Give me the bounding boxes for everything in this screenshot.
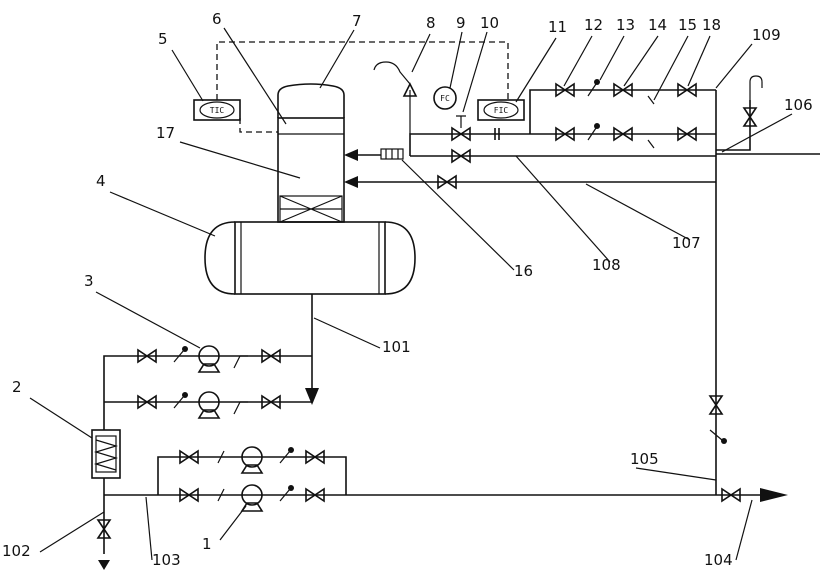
- column-17: [277, 83, 345, 223]
- heat-exchanger-2: [91, 429, 121, 479]
- gate-valve-icon: [613, 126, 633, 142]
- valve-106-icon: [742, 107, 758, 127]
- pump-3-lower-icon: [197, 391, 221, 419]
- strainer-icon: [647, 95, 655, 149]
- feed-arrow-108: [344, 149, 358, 161]
- callout-labels: 1 2 3 4 5 6 7 8 9 10 11 12 13 14 15 18 1…: [2, 10, 813, 569]
- label-107: 107: [672, 234, 701, 252]
- piping: [98, 41, 820, 570]
- label-104: 104: [704, 551, 733, 569]
- label-109: 109: [752, 26, 781, 44]
- label-12: 12: [584, 16, 603, 34]
- filter-16: [380, 148, 404, 160]
- tic-controller-5: TIC: [193, 99, 241, 121]
- check-valve-icon: [709, 429, 723, 441]
- riser-valve-icon: [708, 395, 724, 415]
- drain-arrow-102: [98, 560, 110, 570]
- check-valve-icon: [173, 395, 185, 409]
- relief-valve-icon: [402, 82, 418, 97]
- label-6: 6: [212, 10, 222, 28]
- label-17: 17: [156, 124, 175, 142]
- strainer-icon: [217, 450, 225, 464]
- return-arrow-107: [344, 176, 358, 188]
- check-valve-icon: [587, 127, 597, 141]
- pump-1-upper-icon: [240, 446, 264, 474]
- gate-valve-icon: [261, 394, 281, 410]
- flow-arrow-104: [760, 488, 788, 502]
- gate-valve-icon: [555, 126, 575, 142]
- gate-valve-icon: [613, 82, 633, 98]
- label-13: 13: [616, 16, 635, 34]
- check-valve-icon: [279, 488, 291, 502]
- label-10: 10: [480, 14, 499, 32]
- strainer-icon: [233, 401, 248, 415]
- label-15: 15: [678, 16, 697, 34]
- check-valve-icon: [587, 83, 597, 97]
- strainer-icon: [233, 355, 248, 369]
- label-3: 3: [84, 272, 94, 290]
- fc-controller-9: FC: [433, 86, 457, 110]
- vessel-4: [204, 221, 416, 295]
- label-102: 102: [2, 542, 31, 560]
- signal-line-top: [216, 41, 509, 100]
- label-7: 7: [352, 12, 362, 30]
- gate-valve-icon: [179, 449, 199, 465]
- gate-valve-icon: [137, 394, 157, 410]
- fc-label: FC: [440, 94, 450, 103]
- bypass-valve-icon: [451, 148, 471, 164]
- valves: [96, 79, 758, 539]
- drain-valve-icon: [96, 519, 112, 539]
- fic-controller-11: FIC: [477, 99, 525, 121]
- label-14: 14: [648, 16, 667, 34]
- label-9: 9: [456, 14, 466, 32]
- label-8: 8: [426, 14, 436, 32]
- pump-3-upper-icon: [197, 345, 221, 373]
- control-valve-icon: [451, 126, 471, 142]
- label-11: 11: [548, 18, 567, 36]
- gate-valve-icon: [261, 348, 281, 364]
- check-valve-icon: [279, 450, 291, 464]
- gate-valve-icon: [137, 348, 157, 364]
- label-18: 18: [702, 16, 721, 34]
- label-101: 101: [382, 338, 411, 356]
- gate-valve-icon: [305, 487, 325, 503]
- tic-label: TIC: [210, 106, 225, 115]
- label-106: 106: [784, 96, 813, 114]
- outlet-valve-icon: [721, 487, 741, 503]
- gate-valve-icon: [179, 487, 199, 503]
- signal-tic-column: [239, 118, 278, 133]
- label-2: 2: [12, 378, 22, 396]
- strainer-icon: [217, 488, 225, 502]
- label-4: 4: [96, 172, 106, 190]
- leader-lines: [29, 27, 793, 561]
- pump-1-lower-icon: [240, 484, 264, 512]
- gate-valve-icon: [677, 126, 697, 142]
- gate-valve-icon: [305, 449, 325, 465]
- label-105: 105: [630, 450, 659, 468]
- flow-arrow-101: [305, 388, 319, 405]
- label-108: 108: [592, 256, 621, 274]
- gate-valve-icon: [677, 82, 697, 98]
- label-16: 16: [514, 262, 533, 280]
- return-valve-icon: [437, 174, 457, 190]
- label-1: 1: [202, 535, 212, 553]
- fic-label: FIC: [494, 106, 509, 115]
- check-valve-icon: [173, 349, 185, 363]
- label-5: 5: [158, 30, 168, 48]
- gate-valve-icon: [555, 82, 575, 98]
- label-103: 103: [152, 551, 181, 569]
